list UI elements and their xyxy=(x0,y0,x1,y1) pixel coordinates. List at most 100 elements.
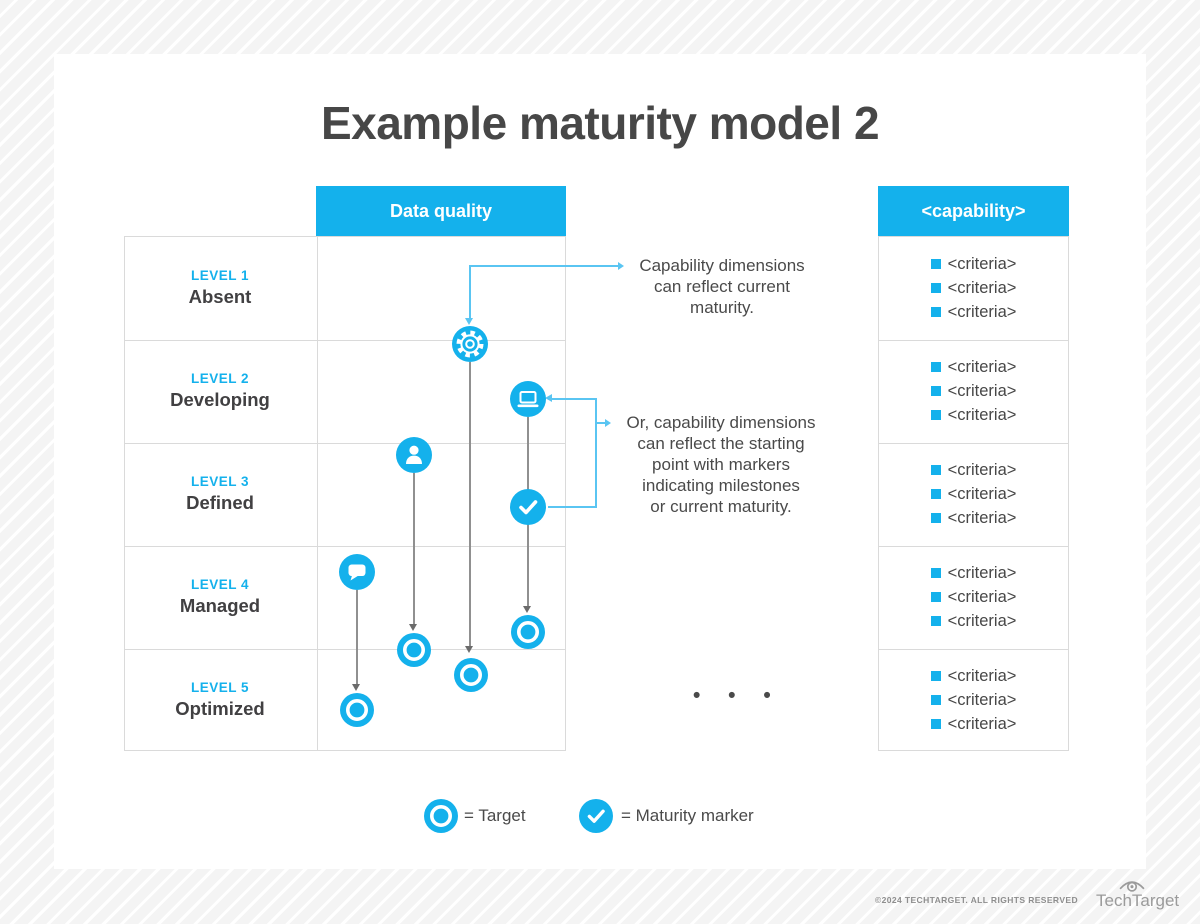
row-divider xyxy=(125,546,565,547)
annotation-line: indicating milestones xyxy=(642,476,800,495)
level-row-2: LEVEL 2 Developing xyxy=(124,339,316,442)
legend-marker-icon xyxy=(579,799,613,833)
criteria-label: <criteria> xyxy=(947,460,1017,479)
criteria-bullet-icon xyxy=(930,282,941,293)
list-item: <criteria> xyxy=(930,379,1017,403)
criteria-label: <criteria> xyxy=(947,278,1017,297)
row-divider xyxy=(879,546,1068,547)
row-divider xyxy=(879,340,1068,341)
list-item: <criteria> xyxy=(930,664,1017,688)
criteria-bullet-icon xyxy=(930,488,941,499)
criteria-label: <criteria> xyxy=(947,302,1017,321)
criteria-bullet-icon xyxy=(930,464,941,475)
connector-arrow-right xyxy=(618,262,624,270)
criteria-label: <criteria> xyxy=(947,254,1017,273)
list-item: <criteria> xyxy=(930,355,1017,379)
footer-copyright: ©2024 TECHTARGET. ALL RIGHTS RESERVED xyxy=(874,895,1078,905)
eye-icon xyxy=(1118,878,1146,898)
connector-arrow-down xyxy=(465,318,473,325)
annotation-current-maturity: Capability dimensions can reflect curren… xyxy=(612,255,832,318)
criteria-label: <criteria> xyxy=(947,484,1017,503)
annotation-line: point with markers xyxy=(652,455,790,474)
criteria-bullet-icon xyxy=(930,615,941,626)
level-name: Absent xyxy=(188,285,252,307)
level-label: LEVEL 3 xyxy=(190,473,250,489)
person-icon xyxy=(396,437,432,473)
drop-line xyxy=(413,473,415,624)
criteria-bullet-icon xyxy=(930,258,941,269)
level-label: LEVEL 2 xyxy=(190,370,250,386)
gear-icon xyxy=(452,326,488,362)
criteria-bullet-icon xyxy=(930,718,941,729)
criteria-bullet-icon xyxy=(930,567,941,578)
connector-arrow-left xyxy=(545,394,552,402)
check-icon xyxy=(510,489,546,525)
list-item: <criteria> xyxy=(930,506,1017,530)
level-row-5: LEVEL 5 Optimized xyxy=(124,648,316,751)
level-name: Managed xyxy=(179,594,261,616)
criteria-bullet-icon xyxy=(930,670,941,681)
target-icon xyxy=(454,658,488,692)
criteria-bullet-icon xyxy=(930,409,941,420)
annotation-starting-point: Or, capability dimensions can reflect th… xyxy=(607,412,835,517)
legend-target-icon xyxy=(424,799,458,833)
annotation-line: maturity. xyxy=(690,298,754,317)
criteria-label: <criteria> xyxy=(947,611,1017,630)
criteria-label: <criteria> xyxy=(947,714,1017,733)
list-item: <criteria> xyxy=(930,300,1017,324)
arrowhead-down xyxy=(352,684,360,691)
criteria-label: <criteria> xyxy=(947,357,1017,376)
list-item: <criteria> xyxy=(930,482,1017,506)
criteria-bullet-icon xyxy=(930,385,941,396)
criteria-label: <criteria> xyxy=(947,666,1017,685)
connector-line xyxy=(470,265,618,267)
criteria-label: <criteria> xyxy=(947,508,1017,527)
capability-header: <capability> xyxy=(878,186,1069,236)
row-divider xyxy=(125,443,565,444)
brand-name: TechTarget xyxy=(1096,891,1180,910)
annotation-line: can reflect the starting xyxy=(637,434,805,453)
arrowhead-down xyxy=(409,624,417,631)
legend-target-label: = Target xyxy=(464,806,526,825)
annotation-line: Capability dimensions xyxy=(639,256,805,275)
speech-bubble-icon xyxy=(339,554,375,590)
annotation-line: can reflect current xyxy=(653,277,791,296)
criteria-cell-3: <criteria> <criteria> <criteria> xyxy=(878,442,1069,545)
level-name: Developing xyxy=(170,388,270,410)
connector-line xyxy=(597,422,605,424)
list-item: <criteria> xyxy=(930,712,1017,736)
connector-line xyxy=(551,398,597,400)
maturity-matrix-table xyxy=(124,236,566,751)
criteria-label: <criteria> xyxy=(947,690,1017,709)
criteria-cell-2: <criteria> <criteria> <criteria> xyxy=(878,339,1069,442)
list-item: <criteria> xyxy=(930,403,1016,427)
list-item: <criteria> xyxy=(930,561,1017,585)
criteria-label: <criteria> xyxy=(947,563,1017,582)
connector-line xyxy=(469,265,471,318)
criteria-bullet-icon xyxy=(930,591,941,602)
criteria-bullet-icon xyxy=(930,694,941,705)
capability-table xyxy=(878,236,1069,751)
row-divider xyxy=(879,443,1068,444)
ellipsis: • • • xyxy=(693,684,782,707)
column-divider xyxy=(317,237,318,750)
criteria-bullet-icon xyxy=(930,306,941,317)
criteria-cell-4: <criteria> <criteria> <criteria> xyxy=(878,545,1069,648)
connector-line xyxy=(548,506,597,508)
row-divider xyxy=(125,340,565,341)
row-divider xyxy=(125,649,565,650)
list-item: <criteria> xyxy=(930,252,1017,276)
level-name: Defined xyxy=(186,491,254,513)
annotation-line: or current maturity. xyxy=(650,497,792,516)
connector-line xyxy=(595,398,597,508)
level-row-1: LEVEL 1 Absent xyxy=(124,236,316,339)
level-row-3: LEVEL 3 Defined xyxy=(124,442,316,545)
criteria-label: <criteria> xyxy=(947,381,1017,400)
connector-arrow-right xyxy=(605,419,611,427)
level-label: LEVEL 1 xyxy=(190,267,250,283)
level-label: LEVEL 4 xyxy=(190,576,250,592)
laptop-icon xyxy=(510,381,546,417)
criteria-bullet-icon xyxy=(930,512,941,523)
data-quality-header: Data quality xyxy=(316,186,566,236)
